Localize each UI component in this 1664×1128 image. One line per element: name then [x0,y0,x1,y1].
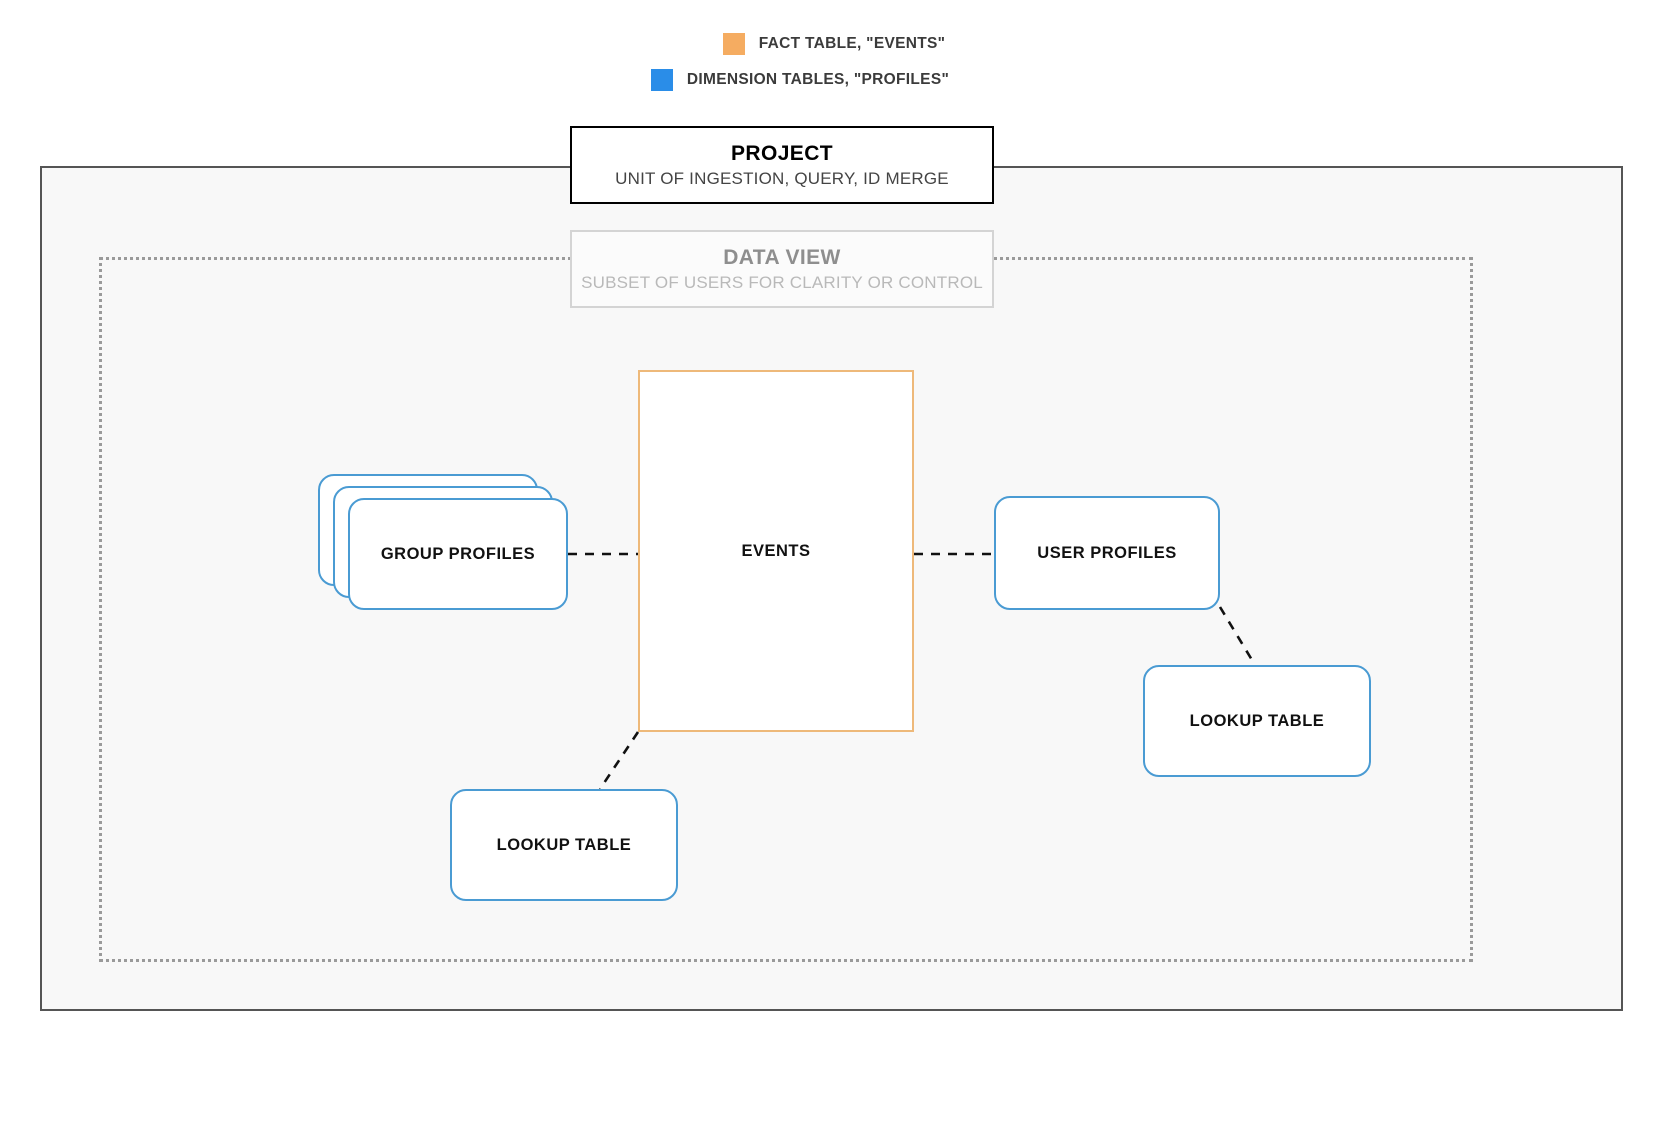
node-events-label: EVENTS [741,541,811,560]
node-group-profiles[interactable]: GROUP PROFILES [318,474,568,610]
project-subtitle: UNIT OF INGESTION, QUERY, ID MERGE [615,169,949,188]
group-profiles-stack-layer-front[interactable]: GROUP PROFILES [348,498,568,610]
data-view-title: DATA VIEW [723,246,841,269]
node-events[interactable]: EVENTS [638,370,914,732]
legend-item-dimension-tables: DIMENSION TABLES, "PROFILES" [0,62,1664,98]
data-view-subtitle: SUBSET OF USERS FOR CLARITY OR CONTROL [581,273,983,292]
node-lookup-table-left-label: LOOKUP TABLE [496,835,632,854]
blue-square-swatch [650,69,673,91]
project-header-card: PROJECT UNIT OF INGESTION, QUERY, ID MER… [570,126,994,204]
node-user-profiles-label: USER PROFILES [1037,543,1177,562]
node-lookup-table-right[interactable]: LOOKUP TABLE [1143,665,1371,777]
node-lookup-table-left[interactable]: LOOKUP TABLE [450,789,678,901]
project-title: PROJECT [731,142,833,165]
orange-square-swatch [722,33,745,55]
data-view-header-card: DATA VIEW SUBSET OF USERS FOR CLARITY OR… [570,230,994,308]
legend: FACT TABLE, "EVENTS" DIMENSION TABLES, "… [0,26,1664,98]
node-user-profiles[interactable]: USER PROFILES [994,496,1220,610]
legend-label-fact-table: FACT TABLE, "EVENTS" [758,35,946,52]
node-lookup-table-right-label: LOOKUP TABLE [1189,711,1325,730]
legend-label-dimension-tables: DIMENSION TABLES, "PROFILES" [686,71,950,88]
legend-item-fact-table: FACT TABLE, "EVENTS" [0,26,1664,62]
node-group-profiles-label: GROUP PROFILES [380,544,536,563]
